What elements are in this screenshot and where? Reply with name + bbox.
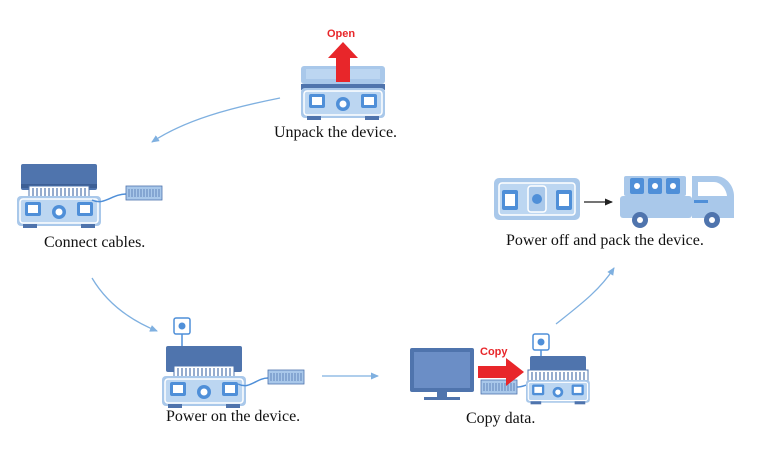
- open-label: Open: [327, 28, 356, 40]
- power-socket-icon: [173, 317, 191, 346]
- step-pack-caption: Power off and pack the device.: [506, 232, 704, 249]
- cable-adapter-icon: [267, 369, 305, 385]
- step-pack-illustration: [494, 176, 734, 228]
- cable-adapter-icon: [480, 379, 518, 395]
- open-arrow-icon: [328, 42, 358, 82]
- step-connect-illustration: [16, 164, 163, 229]
- step-copy-illustration: [410, 333, 591, 405]
- power-socket-icon: [532, 333, 550, 356]
- step-unpack-caption: Unpack the device.: [274, 124, 398, 141]
- device-case-icon: [494, 178, 580, 220]
- cable-adapter-icon: [125, 185, 163, 201]
- truck-icon: [620, 176, 734, 228]
- flow-arrow-copy-to-pack: [555, 267, 615, 325]
- monitor-icon: [410, 348, 474, 400]
- step-copy-caption: Copy data.: [466, 410, 536, 427]
- device-case-icon: [161, 346, 247, 409]
- step-connect-caption: Connect cables.: [44, 234, 146, 251]
- step-unpack-illustration: [300, 42, 386, 121]
- step-power-on-illustration: [161, 317, 305, 409]
- copy-arrow-icon: [478, 358, 524, 386]
- copy-label: Copy: [480, 346, 508, 358]
- device-case-icon: [16, 164, 102, 229]
- device-case-icon: [525, 356, 591, 405]
- step-power-on-caption: Power on the device.: [166, 408, 301, 425]
- flow-arrow-unpack-to-connect: [151, 97, 281, 143]
- flow-arrow-connect-to-poweron: [91, 277, 158, 332]
